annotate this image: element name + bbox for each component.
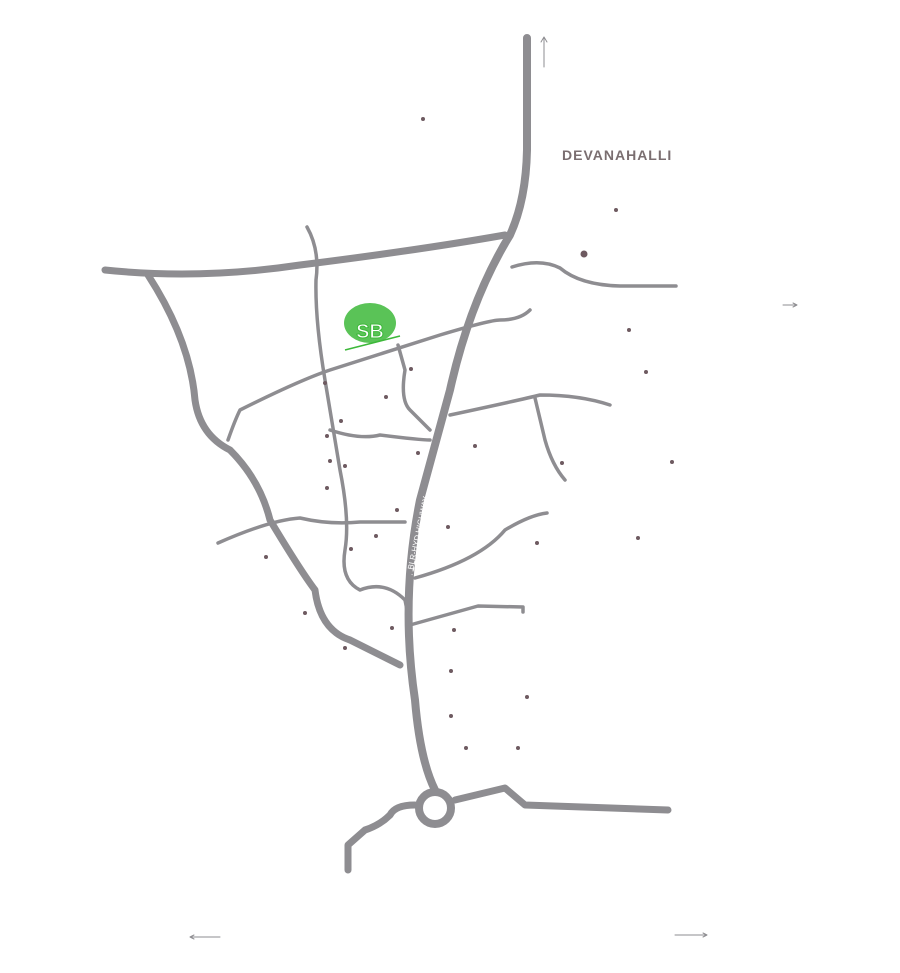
highway-west [101, 231, 509, 278]
west-diagonal-road [144, 271, 404, 669]
sb-logo: SB [344, 303, 401, 351]
svg-text:SB: SB [356, 321, 384, 343]
roundabout-west [344, 801, 419, 874]
location-dots [264, 117, 674, 750]
roundabout-east [451, 784, 672, 814]
main-highway-north [404, 34, 531, 794]
devanahalli-label: DEVANAHALLI [562, 147, 673, 163]
roundabout [415, 788, 455, 828]
